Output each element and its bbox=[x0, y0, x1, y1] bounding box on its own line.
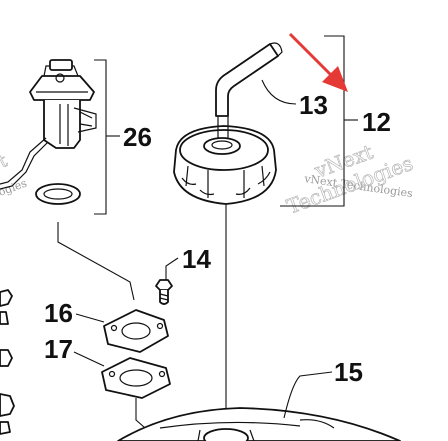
bracket-12 bbox=[280, 35, 358, 207]
fuel-tank-15 bbox=[117, 407, 401, 441]
callout-14: 14 bbox=[182, 244, 211, 274]
leader-14 bbox=[165, 257, 179, 280]
gasket-plate-17 bbox=[101, 357, 171, 399]
callout-16: 16 bbox=[44, 298, 73, 328]
red-arrow bbox=[288, 32, 348, 92]
screw-part bbox=[155, 257, 179, 305]
leader-16 bbox=[75, 313, 105, 323]
fuel-cap-assembly bbox=[173, 42, 283, 205]
bracket-26 bbox=[94, 59, 120, 215]
leader-26-to-gasket bbox=[57, 222, 135, 301]
left-edge-parts bbox=[0, 289, 15, 435]
callout-15: 15 bbox=[334, 357, 363, 387]
leader-13 bbox=[261, 79, 297, 105]
fuel-pump-assembly bbox=[0, 59, 97, 205]
gasket-plate-16 bbox=[103, 309, 169, 353]
callout-26: 26 bbox=[123, 122, 152, 152]
leader-15 bbox=[283, 371, 333, 419]
leader-17 bbox=[73, 351, 105, 367]
callout-12: 12 bbox=[362, 107, 391, 137]
watermark-left-top: t bbox=[0, 150, 11, 172]
callout-13: 13 bbox=[299, 90, 328, 120]
callout-17: 17 bbox=[44, 334, 73, 364]
